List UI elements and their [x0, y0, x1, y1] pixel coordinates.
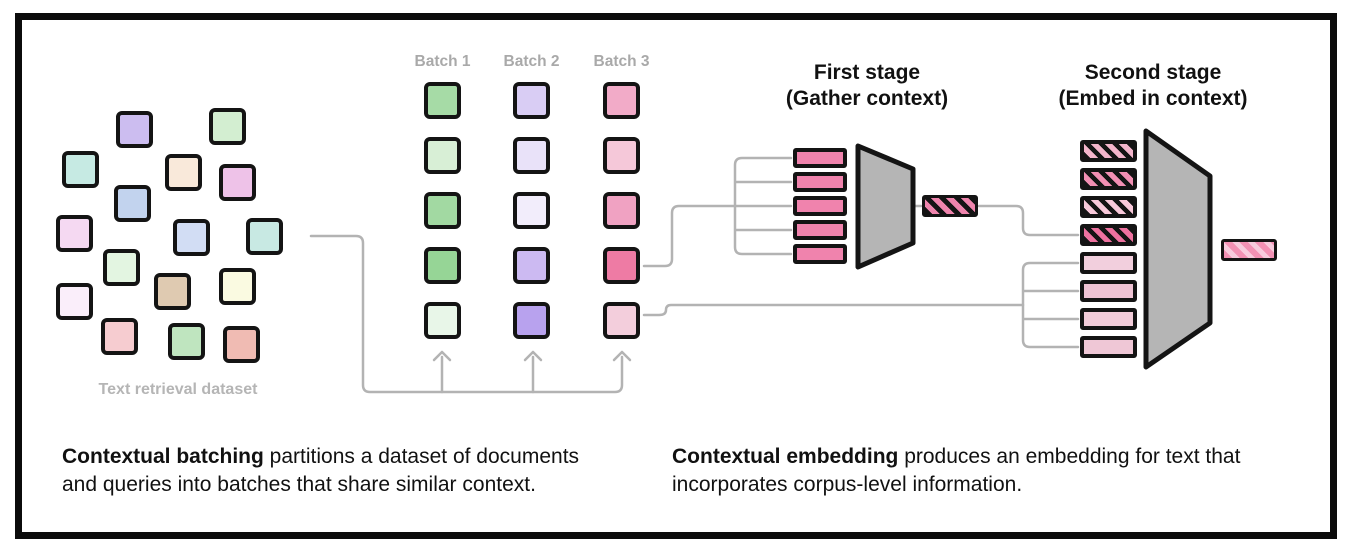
batch-square	[513, 302, 550, 339]
batch-label: Batch 2	[503, 53, 560, 70]
caption-line: Contextual embedding produces an embeddi…	[672, 443, 1240, 471]
dataset-square	[114, 185, 151, 222]
stage1-input-rect	[793, 172, 847, 192]
stage1-title-line1: First stage	[813, 61, 921, 84]
dataset-square	[165, 154, 202, 191]
dataset-square	[246, 218, 283, 255]
batch-label: Batch 3	[593, 53, 650, 70]
batch-square	[603, 82, 640, 119]
dataset-label: Text retrieval dataset	[98, 381, 258, 398]
caption-text: partitions a dataset of documents	[263, 445, 580, 468]
dataset-square	[56, 215, 93, 252]
batch-square	[513, 82, 550, 119]
batch-square	[424, 302, 461, 339]
batch-square	[603, 302, 640, 339]
dataset-square	[116, 111, 153, 148]
stage1-input-rect	[793, 196, 847, 216]
batch-label: Batch 1	[414, 53, 471, 70]
caption-bold-term: Contextual batching	[62, 445, 264, 468]
stage1-output-embedding	[922, 195, 978, 217]
stage2-title-line2: (Embed in context)	[1058, 87, 1248, 110]
stage1-input-rect	[793, 148, 847, 168]
dataset-square	[219, 268, 256, 305]
dataset-square	[103, 249, 140, 286]
stage2-input-rect-plain	[1080, 280, 1137, 302]
dataset-square	[223, 326, 260, 363]
batch-square	[424, 192, 461, 229]
stage1-title-line2: (Gather context)	[785, 87, 949, 110]
dataset-square	[56, 283, 93, 320]
dataset-square	[62, 151, 99, 188]
stage2-input-rect-plain	[1080, 336, 1137, 358]
stage1-input-rect	[793, 220, 847, 240]
stage2-input-rect-striped	[1080, 224, 1137, 246]
caption-bold-term: Contextual embedding	[672, 445, 899, 468]
dataset-square	[209, 108, 246, 145]
stage1-title: First stage (Gather context)	[786, 60, 948, 112]
caption-line: Contextual batching partitions a dataset…	[62, 443, 579, 471]
batch-square	[424, 247, 461, 284]
batch-square	[603, 137, 640, 174]
batch-square	[603, 192, 640, 229]
dataset-square	[173, 219, 210, 256]
stage2-input-rect-plain	[1080, 308, 1137, 330]
dataset-square	[168, 323, 205, 360]
batch-square	[513, 192, 550, 229]
caption-contextual-batching: Contextual batching partitions a dataset…	[62, 443, 579, 499]
stage2-input-rect-plain	[1080, 252, 1137, 274]
stage1-input-rect	[793, 244, 847, 264]
batch-square	[424, 137, 461, 174]
dataset-square	[219, 164, 256, 201]
caption-text: produces an embedding for text that	[898, 445, 1241, 468]
dataset-square	[154, 273, 191, 310]
caption-line: incorporates corpus-level information.	[672, 473, 1023, 496]
batch-square	[513, 247, 550, 284]
batch-square	[603, 247, 640, 284]
dataset-square	[101, 318, 138, 355]
diagram-frame	[15, 13, 1337, 539]
stage2-output-embedding	[1221, 239, 1277, 261]
batch-square	[513, 137, 550, 174]
batch-square	[424, 82, 461, 119]
stage2-title-line1: Second stage	[1084, 61, 1222, 84]
stage2-input-rect-striped	[1080, 140, 1137, 162]
stage2-title: Second stage (Embed in context)	[1058, 60, 1247, 112]
caption-line: and queries into batches that share simi…	[62, 473, 536, 496]
caption-contextual-embedding: Contextual embedding produces an embeddi…	[672, 443, 1240, 499]
stage2-input-rect-striped	[1080, 168, 1137, 190]
stage2-input-rect-striped	[1080, 196, 1137, 218]
